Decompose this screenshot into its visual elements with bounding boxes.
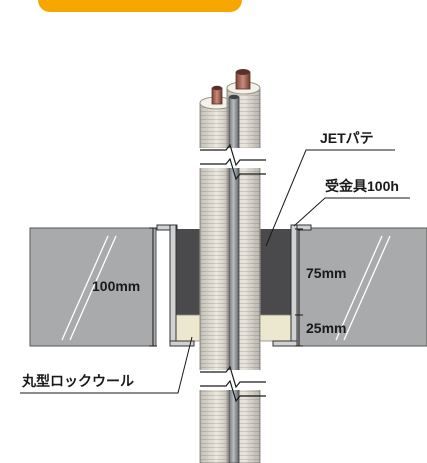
break-mark-icon: [196, 143, 266, 181]
leader-bracket: [293, 197, 410, 227]
dimension-wall-thickness: [149, 227, 157, 347]
bracket-right: [272, 224, 312, 347]
label-rock-wool: 丸型ロックウール: [21, 373, 134, 389]
pipe-bundle: [199, 69, 261, 463]
label-lower-depth: 25mm: [306, 320, 346, 336]
wall-slab: [29, 227, 427, 347]
header-badge: [38, 0, 242, 12]
copper-pipe-left: [211, 87, 223, 105]
wall-right: [295, 227, 427, 347]
label-bracket: 受金具100h: [325, 178, 399, 194]
label-upper-depth: 75mm: [306, 265, 346, 281]
leader-jet-putty: [265, 149, 395, 247]
dimension-depth: [295, 228, 303, 347]
break-mark-icon: [196, 365, 266, 403]
label-wall-thickness: 100mm: [92, 278, 140, 294]
label-jet-putty: JETパテ: [320, 130, 374, 146]
leader-rock-wool: [20, 336, 193, 394]
